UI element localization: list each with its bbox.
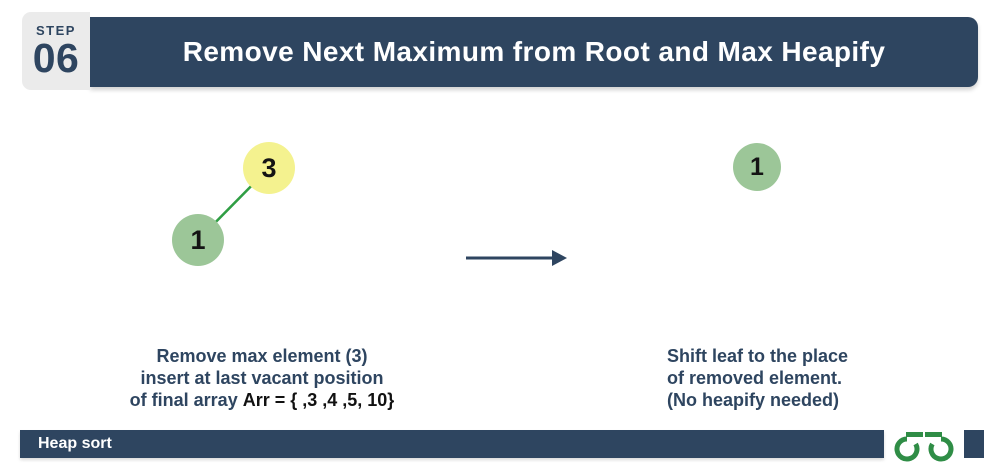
node-root-after: 1 bbox=[733, 143, 781, 191]
node-leaf-before: 1 bbox=[172, 214, 224, 266]
caption-left: Remove max element (3) insert at last va… bbox=[82, 345, 442, 411]
node-value: 1 bbox=[750, 152, 764, 181]
step-label: STEP bbox=[36, 23, 76, 38]
step-number: 06 bbox=[32, 35, 80, 81]
caption-right: Shift leaf to the place of removed eleme… bbox=[667, 345, 848, 411]
caption-right-line1: Shift leaf to the place bbox=[667, 346, 849, 366]
page-title: Remove Next Maximum from Root and Max He… bbox=[182, 36, 886, 67]
footer-bar: Heap sort bbox=[20, 430, 884, 458]
footer-endcap bbox=[964, 430, 984, 458]
node-max-before: 3 bbox=[243, 142, 295, 194]
caption-right-line2: of removed element. bbox=[667, 368, 843, 388]
caption-right-line3: (No heapify needed) bbox=[667, 390, 840, 410]
step-badge: STEP 06 bbox=[22, 12, 90, 90]
geeksforgeeks-logo-icon bbox=[894, 432, 954, 462]
right-arrow-icon bbox=[466, 250, 567, 266]
final-array-value: Arr = { ,3 ,4 ,5, 10} bbox=[242, 390, 395, 410]
caption-left-line3-text: of final array bbox=[129, 390, 238, 410]
caption-left-line2: insert at last vacant position bbox=[140, 368, 384, 388]
footer-topic-label: Heap sort bbox=[38, 435, 112, 452]
header-bar: Remove Next Maximum from Root and Max He… bbox=[90, 17, 978, 87]
node-value: 1 bbox=[190, 224, 206, 255]
node-value: 3 bbox=[261, 152, 277, 183]
caption-left-line1: Remove max element (3) bbox=[156, 346, 368, 366]
